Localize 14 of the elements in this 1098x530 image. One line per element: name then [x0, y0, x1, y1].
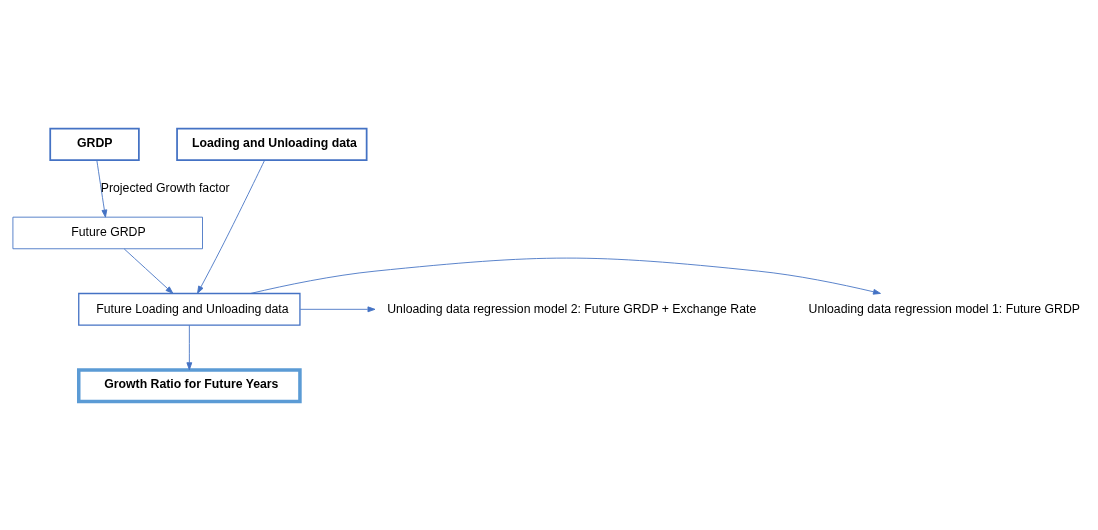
edge-label: Projected Growth factor [100, 180, 230, 195]
node-box: GRDP [49, 127, 140, 161]
node-text: Unloading data regression model 2: Future GRDP + Exchange Rate [387, 301, 757, 316]
node-box: Growth Ratio for Future Years [77, 368, 302, 404]
node-box: Future GRDP [12, 216, 203, 250]
arrow [123, 248, 174, 294]
node-box: Loading and Unloading data [176, 127, 368, 161]
arrow [250, 257, 881, 295]
arrow [96, 159, 108, 218]
arrow [186, 324, 193, 371]
arrow [299, 306, 376, 313]
node-box: Future Loading and Unloading data [78, 292, 301, 326]
node-text: Unloading data regression model 1: Future GRDP [808, 301, 1080, 316]
arrow [197, 159, 265, 294]
